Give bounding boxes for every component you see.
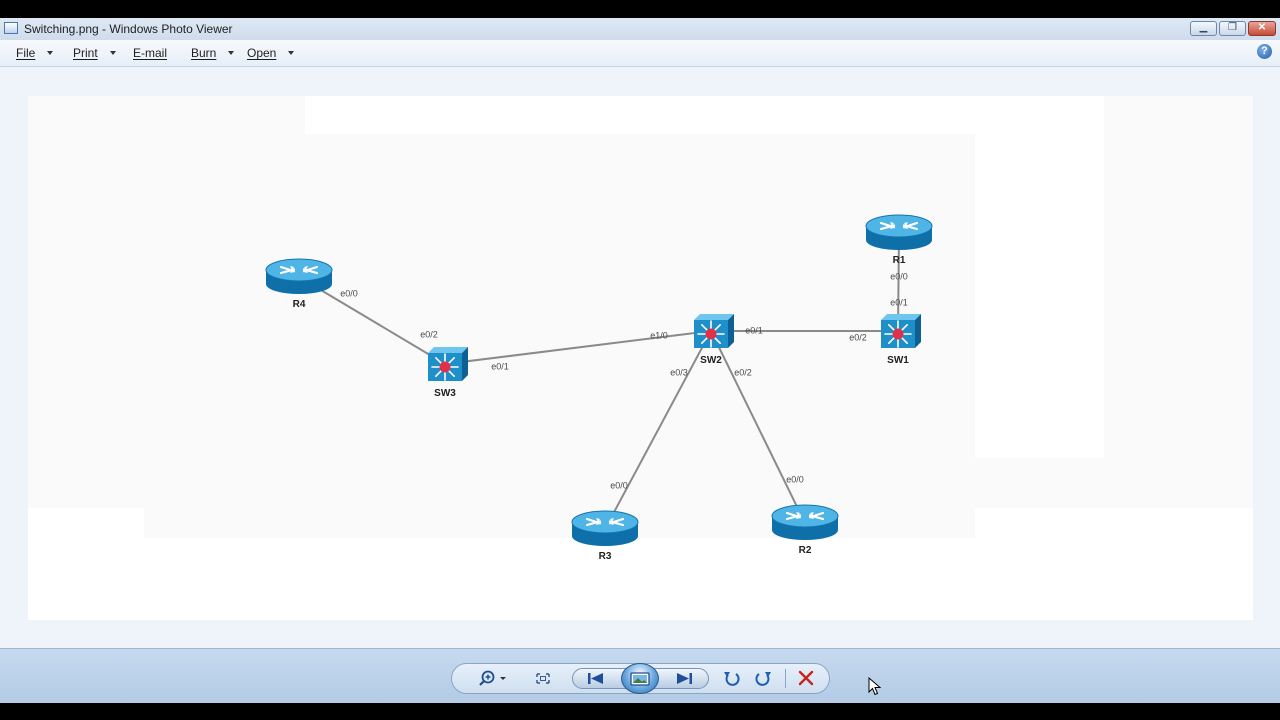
link-line <box>604 330 712 530</box>
port-label: e0/2 <box>420 329 438 339</box>
port-label: e0/1 <box>491 361 509 371</box>
actual-size-icon <box>536 673 550 684</box>
router-r3: R3 <box>571 510 639 562</box>
switch-sw2: SW2 <box>694 314 734 366</box>
help-icon[interactable]: ? <box>1257 44 1272 59</box>
device-label: R1 <box>893 255 906 266</box>
port-label: e0/0 <box>890 271 908 281</box>
switch-sw3: SW3 <box>428 347 468 399</box>
restore-icon: ❐ <box>1228 22 1237 33</box>
port-label: e0/1 <box>745 325 763 335</box>
device-label: SW1 <box>887 355 909 366</box>
previous-icon <box>588 673 603 684</box>
port-label: e1/0 <box>650 330 668 340</box>
zoom-button[interactable] <box>476 668 510 689</box>
bottom-toolbar <box>0 648 1280 703</box>
toolbar-separator <box>785 669 786 688</box>
image-white-region <box>144 538 1253 620</box>
device-label: SW3 <box>434 388 456 399</box>
port-label: e0/0 <box>610 480 628 490</box>
router-r1: R1 <box>865 214 933 266</box>
device-label: SW2 <box>700 355 722 366</box>
topology-diagram: e0/0 e0/2 e0/1 e1/0 e0/1 e0/2 e0/0 e0/1 e0/3 e0/0… <box>265 214 933 562</box>
port-label: e0/1 <box>890 297 908 307</box>
close-icon: ✕ <box>1257 22 1267 33</box>
port-labels-layer: e0/0 e0/2 e0/1 e1/0 e0/1 e0/2 e0/0 e0/1 e0/3 e0/0… <box>340 271 908 490</box>
router-r4: R4 <box>265 258 333 310</box>
menu-print-label: Print <box>73 46 98 60</box>
menu-print[interactable]: Print <box>73 46 116 60</box>
menu-open-label: Open <box>247 46 277 60</box>
title-bar[interactable]: Switching.png - Windows Photo Viewer ▁ ❐… <box>0 18 1280 40</box>
image-white-region <box>305 96 1104 134</box>
port-label: e0/2 <box>734 367 752 377</box>
menu-file[interactable]: File <box>16 46 54 60</box>
network-topology-image: e0/0 e0/2 e0/1 e1/0 e0/1 e0/2 e0/0 e0/1 e0/3 e0/0… <box>28 96 1253 620</box>
minimize-icon: ▁ <box>1199 22 1208 33</box>
delete-x-icon <box>798 670 814 686</box>
maximize-button[interactable]: ❐ <box>1219 21 1246 36</box>
menu-open[interactable]: Open <box>247 46 295 60</box>
menu-burn[interactable]: Burn <box>191 46 235 60</box>
minimize-button[interactable]: ▁ <box>1190 21 1217 36</box>
port-label: e0/2 <box>849 332 867 342</box>
image-viewport[interactable]: e0/0 e0/2 e0/1 e1/0 e0/1 e0/2 e0/0 e0/1 e0/3 e0/0… <box>0 67 1280 648</box>
image-white-region <box>975 134 1104 458</box>
device-label: R3 <box>599 551 612 562</box>
router-r2: R2 <box>771 504 839 556</box>
next-icon <box>677 673 692 684</box>
image-white-region <box>28 508 144 620</box>
port-label: e0/3 <box>670 367 688 377</box>
slideshow-icon <box>630 672 650 686</box>
image-white-region <box>975 508 1253 538</box>
photo-viewer-app-icon[interactable] <box>4 22 18 34</box>
mouse-cursor-icon <box>868 677 882 696</box>
menu-email-label: E-mail <box>133 46 168 60</box>
close-button[interactable]: ✕ <box>1248 21 1276 36</box>
rotate-ccw-icon <box>724 672 740 686</box>
menu-bar: File Print E-mail Burn Open <box>0 40 1280 67</box>
previous-button[interactable] <box>579 668 613 689</box>
rotate-cw-icon <box>755 672 771 686</box>
port-label: e0/0 <box>340 288 358 298</box>
chevron-down-icon[interactable] <box>47 51 54 55</box>
delete-button[interactable] <box>795 668 817 689</box>
links-layer <box>298 232 900 530</box>
menu-file-label: File <box>16 46 36 60</box>
chevron-down-icon[interactable] <box>109 51 116 55</box>
menu-burn-label: Burn <box>191 46 217 60</box>
window-title: Switching.png - Windows Photo Viewer <box>24 22 233 36</box>
device-label: R4 <box>293 299 306 310</box>
chevron-down-icon[interactable] <box>288 51 295 55</box>
device-label: R2 <box>799 545 812 556</box>
switch-sw1: SW1 <box>881 314 921 366</box>
next-button[interactable] <box>667 668 701 689</box>
actual-size-button[interactable] <box>531 668 555 689</box>
photo-viewer-window: Switching.png - Windows Photo Viewer ▁ ❐… <box>0 18 1280 703</box>
slideshow-button[interactable] <box>621 663 659 694</box>
link-line <box>710 330 806 524</box>
link-line <box>444 330 712 365</box>
chevron-down-icon[interactable] <box>228 51 235 55</box>
rotate-counterclockwise-button[interactable] <box>721 668 743 689</box>
magnifier-plus-icon <box>479 670 506 686</box>
rotate-clockwise-button[interactable] <box>752 668 774 689</box>
link-line <box>298 276 446 365</box>
port-label: e0/0 <box>786 474 804 484</box>
menu-email[interactable]: E-mail <box>133 46 167 60</box>
